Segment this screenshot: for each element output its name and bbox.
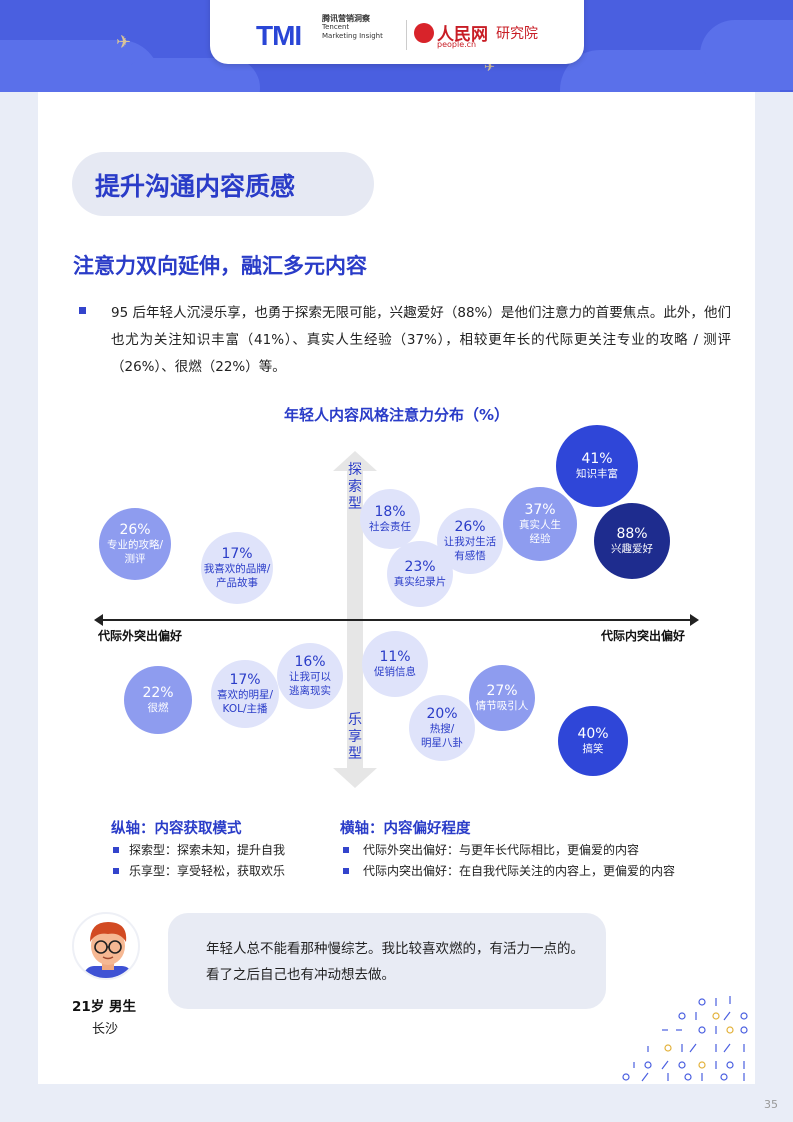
bubble-label: 经验 — [529, 533, 551, 545]
legend-vertical-title: 纵轴：内容获取模式 — [111, 821, 242, 837]
bubble-value: 16% — [294, 654, 326, 670]
page-number: 35 — [764, 1098, 778, 1111]
bubble-label: 社会责任 — [369, 521, 411, 533]
person-illustration-icon — [84, 922, 132, 978]
bubble-point: 17%我喜欢的品牌/产品故事 — [201, 532, 273, 604]
legend-bullet-icon — [343, 868, 349, 874]
bubble-label: 让我对生活 — [443, 536, 497, 548]
bubble-value: 18% — [374, 504, 406, 520]
tmi-line2: Tencent — [322, 23, 350, 31]
bubble-point: 23%真实纪录片 — [387, 541, 453, 607]
bullet-icon — [79, 307, 86, 314]
dot-pattern-decoration — [622, 996, 748, 1082]
bubble-label: 热搜/ — [429, 723, 455, 735]
bubble-value: 27% — [486, 683, 518, 699]
legend-vertical-item: 探索型：探索未知，提升自我 — [129, 843, 286, 857]
logo-card: TMI 腾讯营销洞察 Tencent Marketing Insight 人民网… — [210, 0, 584, 64]
bubble-value: 17% — [229, 672, 261, 688]
bubble-label: 兴趣爱好 — [611, 543, 653, 555]
bubble-label: 专业的攻略/ — [106, 539, 164, 551]
bubble-value: 20% — [426, 706, 458, 722]
bubble-value: 11% — [379, 649, 411, 665]
bubble-label: 逃离现实 — [289, 685, 331, 697]
person-city: 长沙 — [92, 1022, 119, 1037]
bubble-label: 我喜欢的品牌/ — [203, 563, 271, 575]
bubble-value: 23% — [404, 559, 436, 575]
legend-horizontal-title: 横轴：内容偏好程度 — [340, 821, 471, 837]
tmi-logo: TMI — [256, 20, 302, 51]
bubble-label: 知识丰富 — [576, 468, 618, 480]
people-logo-mark — [414, 23, 434, 43]
bubble-label: 搞笑 — [582, 743, 604, 755]
quote-text: 年轻人总不能看那种慢综艺。我比较喜欢燃的，有活力一点的。看了之后自己也有冲动想去… — [206, 941, 584, 983]
bubble-value: 26% — [119, 522, 151, 538]
legend-horizontal-item: 代际外突出偏好：与更年长代际相比，更偏爱的内容 — [363, 843, 640, 857]
bubble-value: 41% — [581, 451, 613, 467]
bubble-label: 情节吸引人 — [475, 700, 529, 712]
bubble-point: 17%喜欢的明星/KOL/主播 — [211, 660, 279, 728]
horizontal-axis-left-label: 代际外突出偏好 — [98, 629, 183, 643]
tmi-line1: 腾讯营销洞察 — [322, 14, 370, 23]
section-title-pill — [72, 152, 374, 216]
bubble-point: 18%社会责任 — [360, 489, 420, 549]
bubble-label: 产品故事 — [216, 577, 258, 589]
section-title: 提升沟通内容质感 — [95, 172, 296, 201]
bubble-point: 40%搞笑 — [558, 706, 628, 776]
legend-bullet-icon — [113, 868, 119, 874]
logo-divider — [406, 20, 407, 50]
horizontal-axis — [98, 619, 694, 621]
legend-horizontal-item: 代际内突出偏好：在自我代际关注的内容上，更偏爱的内容 — [363, 864, 676, 878]
bubble-value: 26% — [454, 519, 486, 535]
bubble-label: 促销信息 — [374, 666, 416, 678]
bubble-label: 有感悟 — [454, 550, 486, 562]
bubble-label: 测评 — [124, 553, 146, 565]
legend-bullet-icon — [343, 847, 349, 853]
bubble-point: 22%很燃 — [124, 666, 192, 734]
vertical-axis-bottom-label: 乐享型 — [348, 712, 362, 762]
bubble-label: 明星八卦 — [421, 737, 463, 749]
tmi-logo-subtitle: 腾讯营销洞察 Tencent Marketing Insight — [322, 14, 383, 41]
vertical-axis-arrow-up — [333, 451, 377, 471]
bubble-point: 20%热搜/明星八卦 — [409, 695, 475, 761]
bird-icon: ✈ — [484, 60, 495, 75]
bird-icon: ✈ — [116, 32, 132, 53]
bubble-label: 真实人生 — [519, 519, 561, 531]
bubble-point: 11%促销信息 — [362, 631, 428, 697]
subtitle: 注意力双向延伸，融汇多元内容 — [73, 254, 367, 278]
quote-box — [168, 913, 606, 1009]
bubble-label: 很燃 — [147, 702, 169, 714]
bubble-label: KOL/主播 — [222, 703, 268, 715]
bubble-point: 26%专业的攻略/测评 — [99, 508, 171, 580]
vertical-axis-top-label: 探索型 — [348, 462, 362, 512]
bubble-label: 真实纪录片 — [393, 576, 447, 588]
vertical-axis-arrow-down — [333, 768, 377, 788]
legend-bullet-icon — [113, 847, 119, 853]
bubble-point: 27%情节吸引人 — [469, 665, 535, 731]
people-institute: 研究院 — [496, 26, 538, 42]
bubble-point: 16%让我可以逃离现实 — [277, 643, 343, 709]
bubble-label: 喜欢的明星/ — [216, 689, 274, 701]
horizontal-axis-right-label: 代际内突出偏好 — [601, 629, 686, 643]
bubble-value: 37% — [524, 502, 556, 518]
avatar — [72, 912, 140, 980]
intro-paragraph: 95 后年轻人沉浸乐享，也勇于探索无限可能，兴趣爱好（88%）是他们注意力的首要… — [111, 305, 731, 375]
bubble-point: 37%真实人生经验 — [503, 487, 577, 561]
cloud-decoration — [700, 20, 793, 90]
bubble-point: 88%兴趣爱好 — [594, 503, 670, 579]
people-logo: 人民网 — [437, 25, 488, 45]
chart-title: 年轻人内容风格注意力分布（%） — [283, 406, 510, 424]
tmi-line3: Marketing Insight — [322, 32, 383, 40]
horizontal-axis-arrow-right — [690, 614, 699, 626]
bubble-label: 让我可以 — [289, 671, 331, 683]
legend-vertical-item: 乐享型：享受轻松，获取欢乐 — [129, 864, 286, 878]
bubble-value: 88% — [616, 526, 648, 542]
bubble-value: 17% — [221, 546, 253, 562]
bubble-value: 22% — [142, 685, 174, 701]
bubble-value: 40% — [577, 726, 609, 742]
bubble-point: 41%知识丰富 — [556, 425, 638, 507]
person-age-gender: 21岁 男生 — [72, 999, 136, 1015]
people-url: people.cn — [437, 40, 477, 49]
